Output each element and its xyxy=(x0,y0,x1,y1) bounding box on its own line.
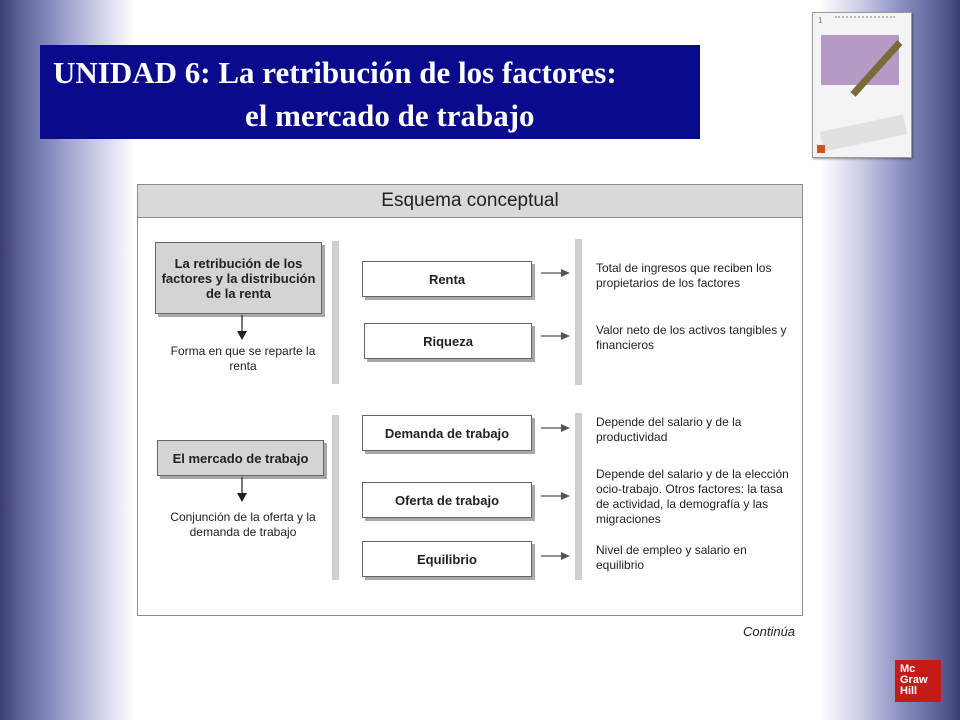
bracket-left-1 xyxy=(332,241,339,384)
main-note-mercado: Conjunción de la oferta y la demanda de … xyxy=(170,510,316,539)
slide-title-box: UNIDAD 6: La retribución de los factores… xyxy=(40,45,700,139)
desc-riqueza: Valor neto de los activos tangibles y fi… xyxy=(596,323,787,352)
desc-demanda: Depende del salario y de la productivida… xyxy=(596,415,742,444)
diagram-header: Esquema conceptual xyxy=(138,185,802,218)
slide-title-line2: el mercado de trabajo xyxy=(245,98,535,133)
right-arrow xyxy=(541,269,570,277)
concept-box-renta: Renta xyxy=(362,261,532,297)
continua-label: Continúa xyxy=(743,624,796,639)
ruler-graphic xyxy=(819,114,908,152)
book-cover-dots xyxy=(835,16,895,22)
desc-oferta: Depende del salario y de la elección oci… xyxy=(596,467,789,526)
bracket-right-1 xyxy=(575,239,582,385)
main-box-mercado: El mercado de trabajo xyxy=(157,440,324,476)
right-arrow xyxy=(541,332,570,340)
bracket-right-2 xyxy=(575,413,582,580)
right-arrow xyxy=(541,492,570,500)
main-box-retribucion: La retribución de los factores y la dist… xyxy=(155,242,322,314)
down-arrow xyxy=(237,477,247,502)
logo-line-3: Hill xyxy=(900,685,918,697)
logo-line-2: Graw xyxy=(900,674,928,686)
bracket-left-2 xyxy=(332,415,339,580)
slide-title-line1: UNIDAD 6: La retribución de los factores… xyxy=(53,55,617,90)
concept-box-equilibrio: Equilibrio xyxy=(362,541,532,577)
publisher-mark xyxy=(817,145,825,153)
book-cover-image: 1 xyxy=(812,12,912,158)
mcgraw-hill-logo: Mc Graw Hill xyxy=(895,660,941,702)
desc-renta: Total de ingresos que reciben los propie… xyxy=(596,261,772,290)
right-arrow xyxy=(541,552,570,560)
logo-line-1: Mc xyxy=(900,663,916,675)
concept-box-demanda: Demanda de trabajo xyxy=(362,415,532,451)
main-note-retribucion: Forma en que se reparte la renta xyxy=(170,344,316,373)
right-arrow xyxy=(541,424,570,432)
concept-box-oferta: Oferta de trabajo xyxy=(362,482,532,518)
concept-box-riqueza: Riqueza xyxy=(364,323,532,359)
book-cover-number: 1 xyxy=(818,16,823,25)
concept-diagram: Esquema conceptual La retribución de los… xyxy=(137,184,803,616)
desc-equilibrio: Nivel de empleo y salario en equilibrio xyxy=(596,543,747,572)
down-arrow xyxy=(237,315,247,340)
